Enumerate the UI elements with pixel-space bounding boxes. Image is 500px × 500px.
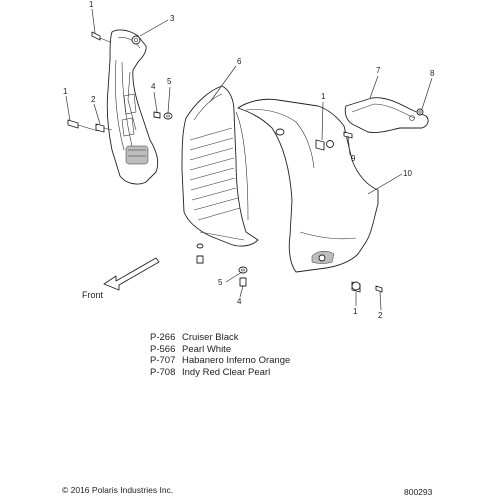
louver-grille — [189, 127, 241, 221]
callout-6: 6 — [237, 57, 242, 66]
color-legend: P-266 Cruiser Black P-566 Pearl White P-… — [150, 332, 290, 379]
legend-row: P-708 Indy Red Clear Pearl — [150, 367, 290, 379]
part-3-inner-bracket — [106, 29, 159, 185]
leader-lines — [65, 8, 433, 311]
callout-1-left: 1 — [63, 87, 68, 96]
callout-1-top: 1 — [89, 0, 94, 9]
legend-row: P-566 Pearl White — [150, 344, 290, 356]
callout-10: 10 — [403, 169, 412, 178]
callout-1-bottom: 1 — [353, 307, 358, 316]
color-code: P-707 — [150, 355, 176, 367]
drawing-number: 800293 — [404, 487, 433, 497]
callout-7: 7 — [376, 66, 381, 75]
part-10-outer-fairing — [237, 98, 379, 273]
front-direction-arrow — [103, 257, 160, 291]
callout-numbers: 1 3 1 2 5 4 6 7 8 1 9 10 5 4 1 2 — [63, 0, 435, 320]
color-name: Cruiser Black — [182, 332, 239, 343]
legend-row: P-707 Habanero Inferno Orange — [150, 355, 290, 367]
copyright-notice: © 2016 Polaris Industries Inc. — [62, 485, 174, 495]
callout-1-mid: 1 — [321, 92, 326, 101]
color-code: P-708 — [150, 367, 176, 379]
color-name: Indy Red Clear Pearl — [182, 367, 271, 379]
fasteners — [67, 31, 424, 293]
color-name: Pearl White — [182, 343, 232, 355]
callout-9: 9 — [351, 154, 356, 163]
callout-5-top: 5 — [167, 77, 172, 86]
color-code: P-266 — [150, 332, 176, 343]
color-code: P-566 — [150, 343, 176, 355]
callout-4-top: 4 — [151, 82, 156, 91]
callout-5-bottom: 5 — [218, 278, 223, 287]
legend-row: P-266 Cruiser Black — [150, 332, 290, 344]
callout-4-bottom: 4 — [237, 297, 242, 306]
color-name: Habanero Inferno Orange — [182, 355, 291, 367]
callout-8: 8 — [430, 69, 435, 78]
part-6-center-panel — [181, 85, 259, 247]
callout-2-bottom: 2 — [378, 311, 383, 320]
part-7-small-cover — [344, 97, 429, 133]
callout-2-left: 2 — [91, 95, 96, 104]
callout-3: 3 — [170, 14, 175, 23]
front-label: Front — [82, 290, 104, 300]
